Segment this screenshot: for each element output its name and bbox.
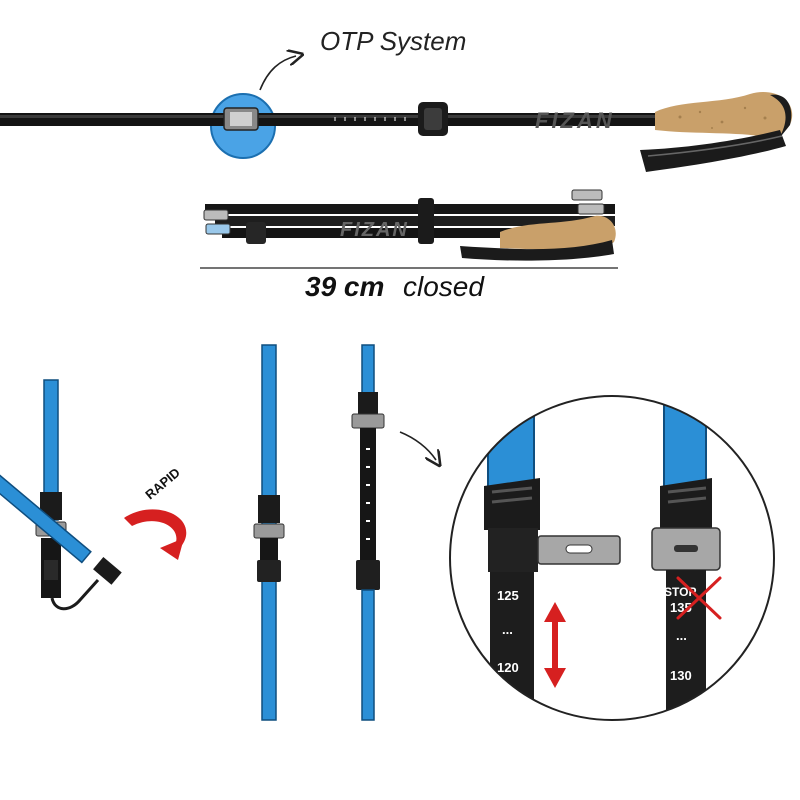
scale-bottom-right: 130 bbox=[670, 668, 692, 683]
zoom-detail: 125 ... 120 STOP 135 ... 130 bbox=[449, 395, 775, 721]
rapid-label: RAPID bbox=[142, 465, 183, 502]
stop-x-icon bbox=[676, 576, 722, 620]
scale-top-left: 125 bbox=[497, 588, 519, 603]
zoom-arrow bbox=[399, 431, 436, 460]
rapid-rotation-arrow bbox=[124, 509, 187, 554]
closed-length-word: closed bbox=[403, 271, 485, 302]
brand-label: FIZAN bbox=[535, 108, 615, 133]
rapid-fold-illustration: RAPID bbox=[0, 379, 187, 611]
adjustable-pole bbox=[351, 344, 436, 721]
assembled-pole bbox=[253, 344, 285, 721]
folded-pole: FIZAN 39 cm closed bbox=[200, 189, 618, 302]
otp-system-label: OTP System bbox=[320, 26, 466, 56]
closed-length-value: 39 cm bbox=[305, 271, 384, 302]
extended-pole: FIZAN OTP System bbox=[0, 26, 793, 172]
adjust-arrow bbox=[544, 602, 566, 688]
otp-arrow bbox=[259, 56, 296, 91]
scale-bottom-left: 120 bbox=[497, 660, 519, 675]
scale-dots-right: ... bbox=[676, 628, 687, 643]
brand-label-folded: FIZAN bbox=[340, 219, 409, 241]
cork-grip bbox=[655, 92, 793, 137]
scale-dots-left: ... bbox=[502, 622, 513, 637]
wrist-strap bbox=[640, 130, 786, 172]
